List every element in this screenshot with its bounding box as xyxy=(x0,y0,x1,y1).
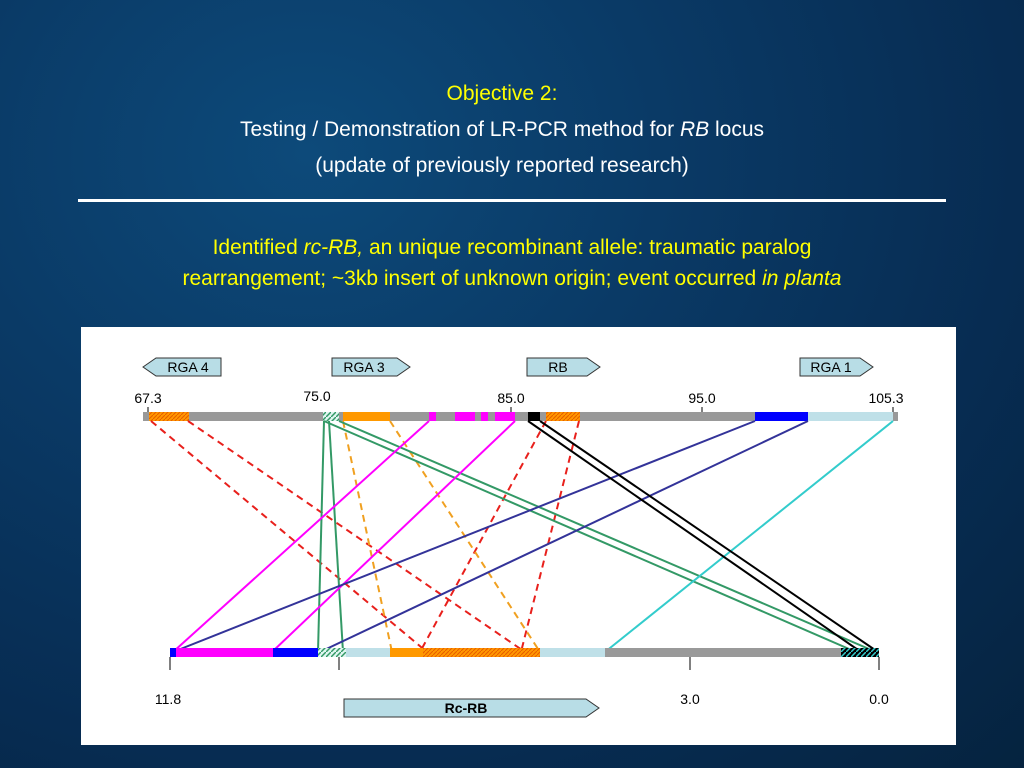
gene-rga4-label: RGA 4 xyxy=(167,359,208,375)
orange-dashed-links xyxy=(342,420,541,653)
top-scale-label: 105.3 xyxy=(868,390,903,406)
subtitle-note: (update of previously reported research) xyxy=(315,154,689,177)
top-scale-label: 85.0 xyxy=(497,390,524,406)
finding-text-a: Identified xyxy=(212,236,304,259)
gene-rga4-arrow: RGA 4 xyxy=(142,357,222,377)
bottom-scale-label: 11.8 xyxy=(155,691,181,707)
subtitle-suffix: locus xyxy=(709,118,765,141)
gene-rb-label: RB xyxy=(548,359,567,375)
diagram-panel: RGA 4 RGA 3 RB RGA 1 67.3 75.0 85.0 95.0… xyxy=(81,327,956,745)
finding-in-planta: in planta xyxy=(762,267,842,290)
finding-allele: rc-RB, xyxy=(303,236,364,259)
subtitle-locus: RB xyxy=(679,118,710,141)
subtitle-line-1: Testing / Demonstration of LR-PCR method… xyxy=(0,118,1004,142)
subtitle-text: Testing / Demonstration of LR-PCR method… xyxy=(239,118,680,141)
divider xyxy=(78,199,946,202)
top-scale-label: 75.0 xyxy=(303,388,330,404)
navy-links xyxy=(172,420,809,653)
top-scale-label: 67.3 xyxy=(134,390,161,406)
magenta-links xyxy=(172,420,516,653)
connection-lines xyxy=(150,420,894,653)
bottom-scale-label: 0.0 xyxy=(869,691,889,707)
finding-text-c: rearrangement; ~3kb insert of unknown or… xyxy=(182,267,763,290)
gene-rga3-arrow: RGA 3 xyxy=(331,357,411,377)
red-dashed-links xyxy=(150,420,580,653)
top-chromosome xyxy=(143,412,898,421)
cyan-link xyxy=(604,420,894,653)
top-scale-ticks xyxy=(147,407,894,412)
finding-line-1: Identified rc-RB, an unique recombinant … xyxy=(60,236,964,260)
top-scale-label: 95.0 xyxy=(688,390,715,406)
objective-heading: Objective 2: xyxy=(0,82,1004,106)
finding-line-2: rearrangement; ~3kb insert of unknown or… xyxy=(60,267,964,291)
gene-rga1-arrow: RGA 1 xyxy=(799,357,874,377)
gene-rc-rb-label: Rc-RB xyxy=(445,700,488,716)
gene-rga3-label: RGA 3 xyxy=(343,359,384,375)
gene-rc-rb-arrow: Rc-RB xyxy=(343,698,600,718)
locus-diagram: RGA 4 RGA 3 RB RGA 1 67.3 75.0 85.0 95.0… xyxy=(134,357,904,718)
black-links xyxy=(527,420,879,653)
objective-label: Objective 2: xyxy=(446,82,558,105)
gene-rb-arrow: RB xyxy=(526,357,601,377)
bottom-scale-label: 3.0 xyxy=(680,691,700,707)
bottom-chromosome xyxy=(170,648,879,657)
bottom-scale-ticks xyxy=(169,657,880,670)
green-links xyxy=(317,420,877,653)
subtitle-line-2: (update of previously reported research) xyxy=(0,154,1004,178)
gene-rga1-label: RGA 1 xyxy=(810,359,851,375)
finding-text-b: an unique recombinant allele: traumatic … xyxy=(363,236,812,259)
